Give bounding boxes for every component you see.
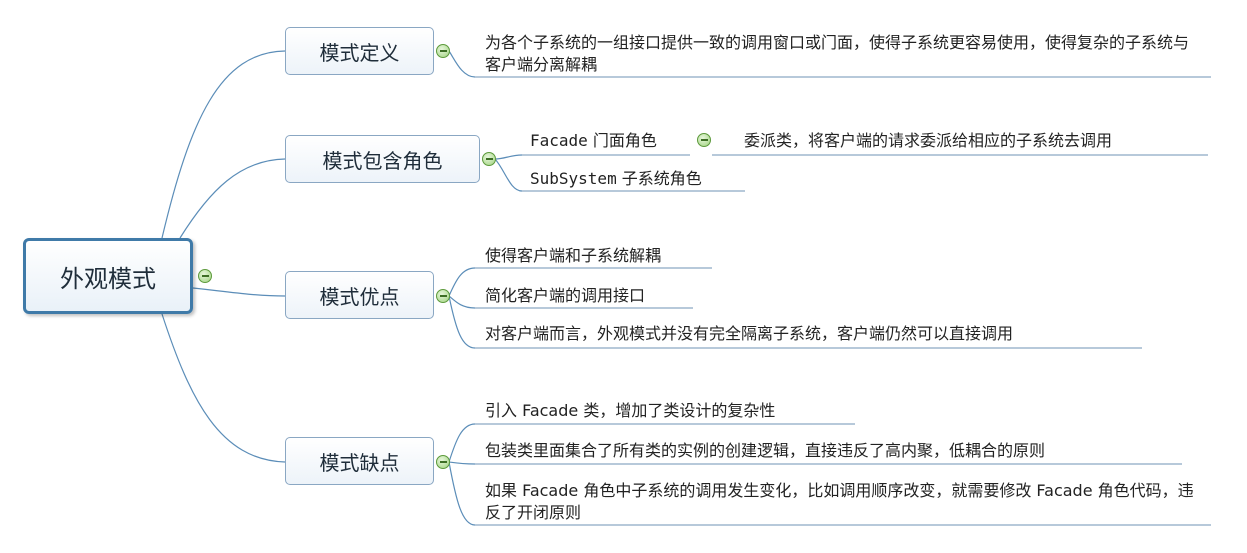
role-facade[interactable]: Facade 门面角色 xyxy=(530,130,657,152)
advantage-item[interactable]: 简化客户端的调用接口 xyxy=(485,286,646,305)
branch-definition-label: 模式定义 xyxy=(319,40,400,65)
facade-collapse-toggle-icon[interactable] xyxy=(697,133,711,147)
branch-roles[interactable]: 模式包含角色 xyxy=(285,135,480,183)
role-facade-label: 门面角色 xyxy=(592,131,657,150)
role-subsystem[interactable]: SubSystem 子系统角色 xyxy=(530,168,702,190)
advantages-collapse-toggle-icon[interactable] xyxy=(436,289,450,303)
role-subsystem-name: SubSystem xyxy=(530,169,617,188)
root-collapse-toggle-icon[interactable] xyxy=(198,269,212,283)
disadvantages-collapse-toggle-icon[interactable] xyxy=(436,455,450,469)
role-subsystem-label: 子系统角色 xyxy=(621,169,702,188)
branch-roles-label: 模式包含角色 xyxy=(322,148,443,173)
root-topic[interactable]: 外观模式 xyxy=(23,238,193,314)
role-facade-description[interactable]: 委派类，将客户端的请求委派给相应的子系统去调用 xyxy=(744,131,1113,150)
advantage-item[interactable]: 对客户端而言，外观模式并没有完全隔离子系统，客户端仍然可以直接调用 xyxy=(485,324,1014,343)
disadvantage-item[interactable]: 引入 Facade 类，增加了类设计的复杂性 xyxy=(485,401,776,420)
branch-advantages-label: 模式优点 xyxy=(319,284,400,309)
branch-disadvantages-label: 模式缺点 xyxy=(319,450,400,475)
role-facade-name: Facade xyxy=(530,131,588,150)
disadvantage-item[interactable]: 包装类里面集合了所有类的实例的创建逻辑，直接违反了高内聚，低耦合的原则 xyxy=(485,441,1046,460)
roles-collapse-toggle-icon[interactable] xyxy=(482,152,496,166)
branch-definition[interactable]: 模式定义 xyxy=(285,27,434,75)
definition-collapse-toggle-icon[interactable] xyxy=(436,44,450,58)
branch-advantages[interactable]: 模式优点 xyxy=(285,271,434,319)
branch-disadvantages[interactable]: 模式缺点 xyxy=(285,437,434,485)
advantage-item[interactable]: 使得客户端和子系统解耦 xyxy=(485,246,662,265)
root-topic-label: 外观模式 xyxy=(60,264,156,293)
disadvantage-item[interactable]: 如果 Facade 角色中子系统的调用发生变化，比如调用顺序改变，就需要修改 F… xyxy=(485,481,1194,522)
definition-text[interactable]: 为各个子系统的一组接口提供一致的调用窗口或门面，使得子系统更容易使用，使得复杂的… xyxy=(485,33,1190,74)
